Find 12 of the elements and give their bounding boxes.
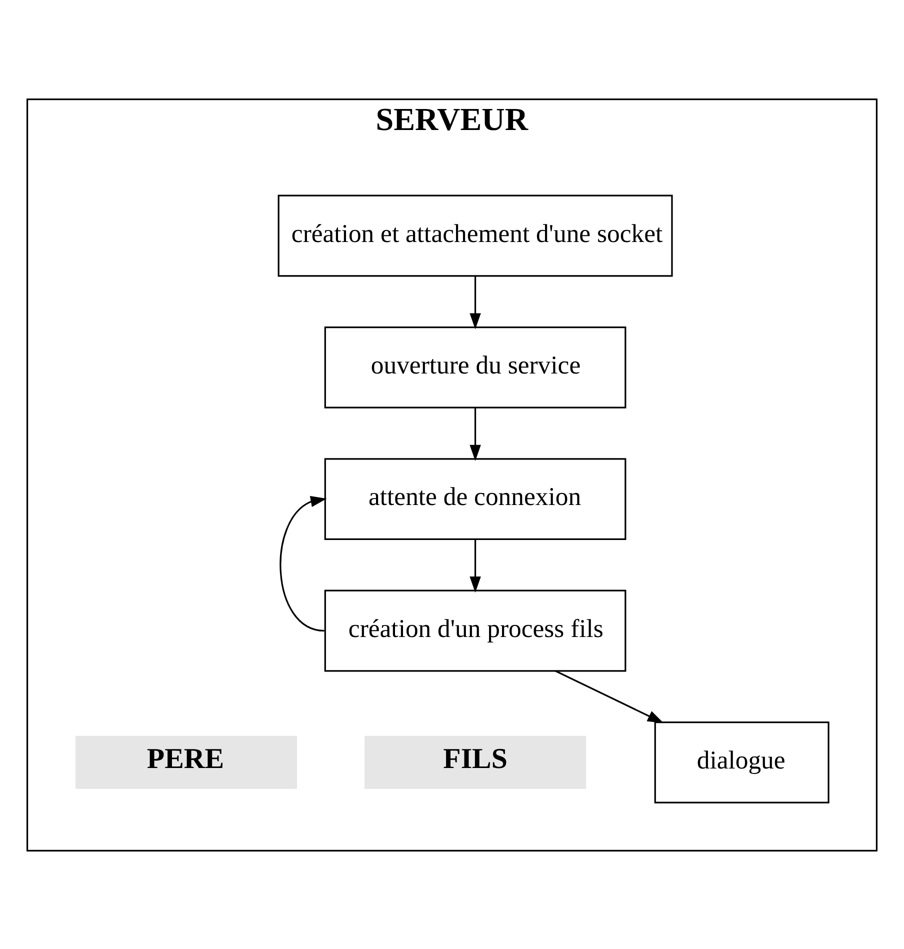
node-box: PERE (75, 735, 298, 788)
arrow (470, 407, 481, 460)
node-box: dialogue (654, 720, 830, 803)
arrow (280, 495, 327, 632)
node-box: ouverture du service (324, 326, 626, 408)
node-box: création et attachement d'une socket (278, 194, 673, 276)
node-box: création d'un process fils (324, 589, 626, 672)
arrow (470, 538, 481, 592)
node-box: FILS (364, 735, 586, 788)
arrow (470, 275, 481, 329)
node-box: attente de connexion (324, 458, 626, 540)
arrow (554, 670, 664, 723)
